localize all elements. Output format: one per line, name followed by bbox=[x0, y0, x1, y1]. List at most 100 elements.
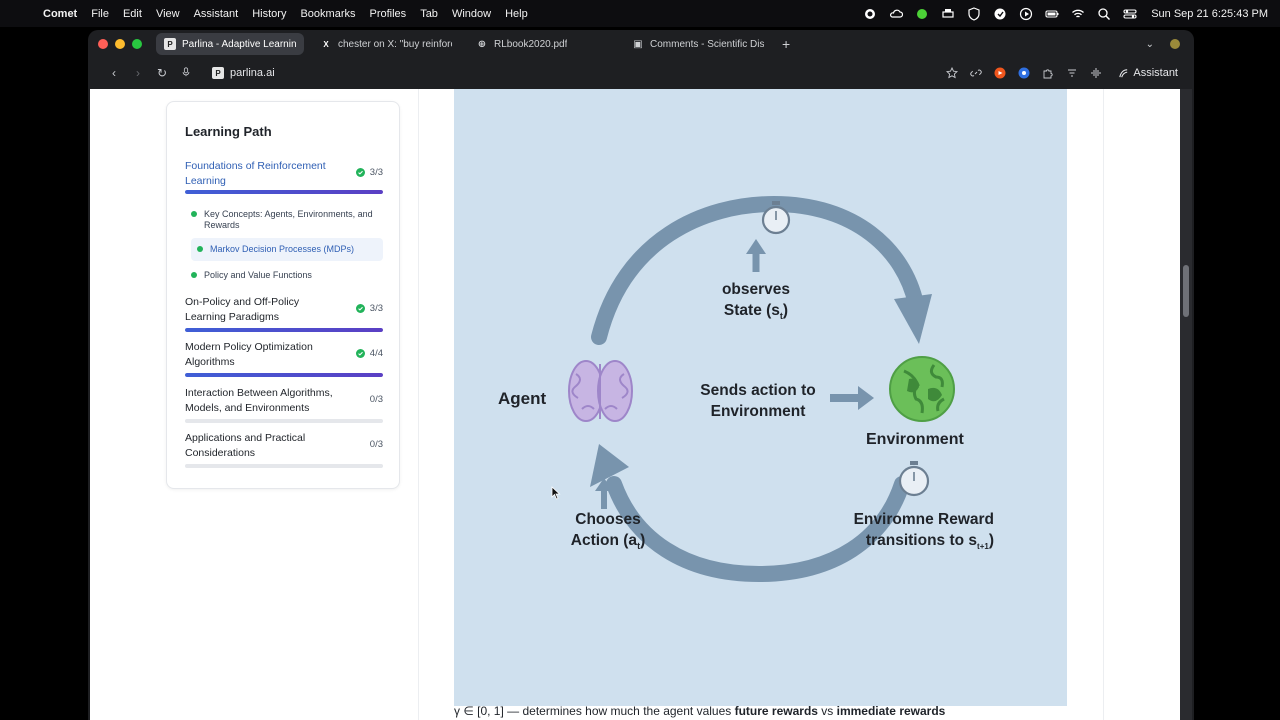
menu-app-name[interactable]: Comet bbox=[43, 7, 78, 20]
new-tab-button[interactable]: + bbox=[782, 36, 791, 52]
transition-close: ) bbox=[988, 532, 994, 549]
back-icon[interactable]: ‹ bbox=[112, 66, 116, 80]
module-interaction[interactable]: Interaction Between Algorithms, Models, … bbox=[185, 386, 383, 423]
zoom-window-button[interactable] bbox=[132, 39, 142, 49]
menu-profiles[interactable]: Profiles bbox=[369, 7, 407, 20]
complete-dot-icon bbox=[191, 272, 197, 278]
url-bar[interactable]: parlina.ai bbox=[230, 67, 275, 79]
state-subscript: t bbox=[779, 311, 783, 322]
agent-label: Agent bbox=[498, 389, 547, 408]
gamma-bold-future: future rewards bbox=[734, 704, 818, 718]
window-controls bbox=[98, 39, 142, 49]
module-count: 3/3 bbox=[355, 167, 383, 178]
menu-tab[interactable]: Tab bbox=[420, 7, 438, 20]
cycle-diagram bbox=[568, 195, 955, 583]
cloud-icon[interactable] bbox=[885, 7, 907, 21]
scrollbar-thumb[interactable] bbox=[1183, 265, 1189, 317]
menu-history[interactable]: History bbox=[252, 7, 287, 20]
lesson-policy-value[interactable]: Policy and Value Functions bbox=[191, 270, 383, 281]
site-favicon-icon: P bbox=[212, 67, 224, 79]
lesson-title: Policy and Value Functions bbox=[204, 270, 312, 280]
sends-line-2: Environment bbox=[710, 403, 806, 420]
globe-icon bbox=[889, 356, 955, 422]
search-icon[interactable] bbox=[1093, 7, 1115, 21]
menu-edit[interactable]: Edit bbox=[122, 7, 142, 20]
menu-file[interactable]: File bbox=[91, 7, 109, 20]
forward-icon[interactable]: › bbox=[136, 66, 140, 80]
minimize-window-button[interactable] bbox=[115, 39, 125, 49]
printer-icon[interactable] bbox=[937, 7, 959, 21]
check-icon bbox=[355, 349, 365, 358]
lesson-key-concepts[interactable]: Key Concepts: Agents, Environments, and … bbox=[191, 209, 383, 231]
control-center-icon[interactable] bbox=[1119, 7, 1141, 21]
observes-line: observes bbox=[721, 281, 791, 298]
chevron-down-icon[interactable]: ⌄ bbox=[1145, 38, 1154, 50]
tab-bar: P Parlina - Adaptive Learning X chester … bbox=[88, 30, 1194, 58]
assistant-button[interactable]: Assistant bbox=[1118, 67, 1178, 79]
extensions-puzzle-icon[interactable] bbox=[1040, 65, 1056, 81]
reward-line-1: Enviromne Reward bbox=[853, 511, 994, 528]
gamma-mid: vs bbox=[817, 704, 837, 718]
brave-extension-icon[interactable] bbox=[992, 65, 1008, 81]
state-text: State (s bbox=[723, 302, 780, 319]
module-count: 4/4 bbox=[355, 348, 383, 359]
module-applications[interactable]: Applications and Practical Consideration… bbox=[185, 431, 383, 468]
gamma-bold-immediate: immediate rewards bbox=[836, 704, 946, 718]
vpn-icon[interactable] bbox=[989, 7, 1011, 21]
menu-help[interactable]: Help bbox=[505, 7, 528, 20]
page-scrollbar[interactable] bbox=[1180, 89, 1192, 720]
module-foundations[interactable]: Foundations of Reinforcement Learning 3/… bbox=[185, 159, 383, 194]
module-title: Applications and Practical Consideration… bbox=[185, 432, 306, 459]
chooses-line-1: Chooses bbox=[575, 511, 641, 528]
menu-window[interactable]: Window bbox=[451, 7, 492, 20]
play-icon[interactable] bbox=[1015, 7, 1037, 21]
gamma-prefix: γ ∈ [0, 1] — determines how much the age… bbox=[454, 704, 735, 718]
action-subscript: t bbox=[637, 541, 641, 552]
audio-bars-icon[interactable] bbox=[1088, 65, 1104, 81]
blue-extension-icon[interactable] bbox=[1016, 65, 1032, 81]
bookmark-star-icon[interactable] bbox=[944, 65, 960, 81]
transition-text: transitions to s bbox=[865, 532, 978, 549]
brain-icon bbox=[568, 360, 633, 422]
profile-avatar[interactable] bbox=[1170, 39, 1180, 49]
agent-environment-figure: Agent Environment observes State (st) Se… bbox=[454, 89, 1067, 706]
microphone-icon[interactable] bbox=[174, 66, 198, 80]
shield-icon[interactable] bbox=[963, 6, 985, 21]
menu-bar: Comet File Edit View Assistant History B… bbox=[0, 0, 1280, 27]
green-dot-icon[interactable] bbox=[911, 7, 933, 21]
tab-title: RLbook2020.pdf bbox=[494, 38, 568, 50]
module-count-text: 0/3 bbox=[369, 439, 383, 450]
stopwatch-icon bbox=[898, 461, 930, 497]
module-progress-bar bbox=[185, 373, 383, 377]
module-title: Foundations of Reinforcement Learning bbox=[185, 160, 326, 187]
document-icon: ▣ bbox=[633, 38, 643, 50]
menu-assistant[interactable]: Assistant bbox=[193, 7, 239, 20]
link-icon[interactable] bbox=[968, 65, 984, 81]
observes-state-label: observes State (st) bbox=[706, 279, 806, 327]
battery-icon[interactable] bbox=[1041, 7, 1063, 21]
lesson-mdps[interactable]: Markov Decision Processes (MDPs) bbox=[191, 238, 383, 261]
check-icon bbox=[355, 168, 365, 177]
state-close: ) bbox=[782, 302, 789, 319]
module-count-text: 0/3 bbox=[369, 394, 383, 405]
menu-view[interactable]: View bbox=[155, 7, 180, 20]
page-viewport: Learning Path Foundations of Reinforceme… bbox=[90, 89, 1180, 720]
tab-parlina[interactable]: P Parlina - Adaptive Learning bbox=[156, 33, 304, 55]
action-arrowhead bbox=[858, 386, 874, 410]
tab-x-chester[interactable]: X chester on X: "buy reinforce bbox=[312, 33, 460, 55]
clock[interactable]: Sun Sep 21 6:25:43 PM bbox=[1151, 7, 1268, 20]
top-arrowhead bbox=[894, 294, 932, 344]
module-on-off-policy[interactable]: On-Policy and Off-Policy Learning Paradi… bbox=[185, 295, 383, 332]
tab-rlbook[interactable]: ⊕ RLbook2020.pdf bbox=[468, 33, 616, 55]
record-icon[interactable] bbox=[859, 7, 881, 21]
wifi-icon[interactable] bbox=[1067, 7, 1089, 21]
observe-arrowhead bbox=[746, 239, 766, 254]
tab-title: Parlina - Adaptive Learning bbox=[182, 38, 296, 50]
tab-comments[interactable]: ▣ Comments - Scientific Disco bbox=[624, 33, 772, 55]
menu-bookmarks[interactable]: Bookmarks bbox=[300, 7, 356, 20]
bottom-cycle-arrow bbox=[606, 476, 910, 583]
reload-icon[interactable]: ↻ bbox=[156, 66, 168, 80]
close-window-button[interactable] bbox=[98, 39, 108, 49]
module-modern-policy[interactable]: Modern Policy Optimization Algorithms 4/… bbox=[185, 340, 383, 377]
menu-lines-icon[interactable] bbox=[1064, 65, 1080, 81]
